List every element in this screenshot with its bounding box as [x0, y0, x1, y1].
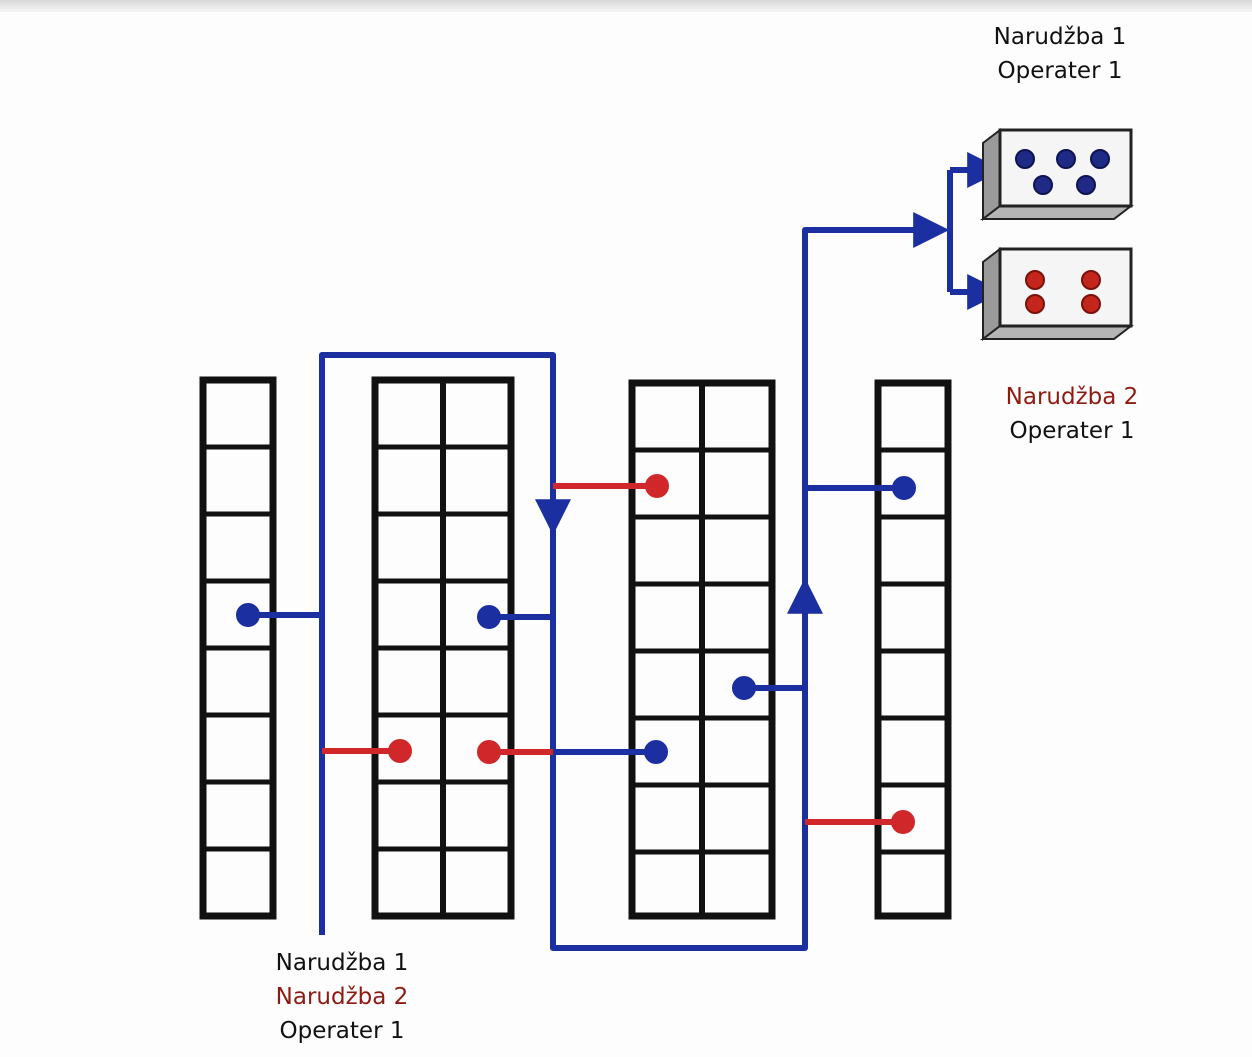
label-bottom: Narudžba 1 Narudžba 2 Operater 1: [242, 946, 442, 1048]
rack-1-shelves: [203, 444, 273, 852]
pick-point-order-1: [644, 740, 668, 764]
rack-4-shelves: [878, 447, 948, 855]
pick-point-order-2: [477, 740, 501, 764]
rack-2: [371, 376, 515, 920]
pick-point-order-2: [645, 474, 669, 498]
order-2-box-side: [982, 246, 1001, 342]
order-2-items: [1025, 270, 1101, 314]
order-2-item: [1081, 270, 1101, 290]
pick-point-order-1: [236, 603, 260, 627]
order-1-item: [1056, 149, 1076, 169]
order-1-item: [1076, 175, 1096, 195]
label-top-right-line1: Narudžba 1: [993, 24, 1127, 50]
top-shade: [0, 0, 1252, 12]
order-2-picks: [322, 474, 915, 834]
pick-point-order-1: [892, 476, 916, 500]
pick-point-order-2: [388, 739, 412, 763]
order-1-items: [1015, 149, 1110, 195]
pick-point-order-2: [891, 810, 915, 834]
order-1-box-bottom: [980, 205, 1134, 220]
order-2-box-bottom: [980, 325, 1134, 340]
rack-3: [628, 379, 776, 920]
rack-4: [874, 379, 952, 920]
label-right-middle-line2: Operater 1: [1009, 418, 1135, 444]
pick-point-order-1: [477, 605, 501, 629]
order-2-item: [1025, 270, 1045, 290]
label-bottom-line3: Operater 1: [279, 1018, 405, 1044]
order-2-box-front: [998, 247, 1133, 328]
label-right-middle: Narudžba 2 Operater 1: [972, 380, 1172, 448]
order-1-picks: [236, 476, 916, 764]
order-2-item: [1025, 294, 1045, 314]
rack-2-shelves: [375, 444, 511, 852]
operator-route: [319, 227, 940, 951]
rack-1: [199, 376, 277, 920]
rack-3-shelves: [632, 447, 772, 855]
order-1-item: [1015, 149, 1035, 169]
order-1-box: [980, 127, 1134, 222]
order-1-item: [1090, 149, 1110, 169]
label-top-right-line2: Operater 1: [997, 58, 1123, 84]
label-top-right: Narudžba 1 Operater 1: [960, 20, 1160, 88]
label-bottom-line2: Narudžba 2: [275, 984, 409, 1010]
order-1-box-side: [982, 127, 1001, 222]
label-bottom-line1: Narudžba 1: [275, 950, 409, 976]
order-2-box: [980, 246, 1134, 342]
order-2-item: [1081, 294, 1101, 314]
pick-point-order-1: [732, 676, 756, 700]
label-right-middle-line1: Narudžba 2: [1005, 384, 1139, 410]
order-1-item: [1033, 175, 1053, 195]
